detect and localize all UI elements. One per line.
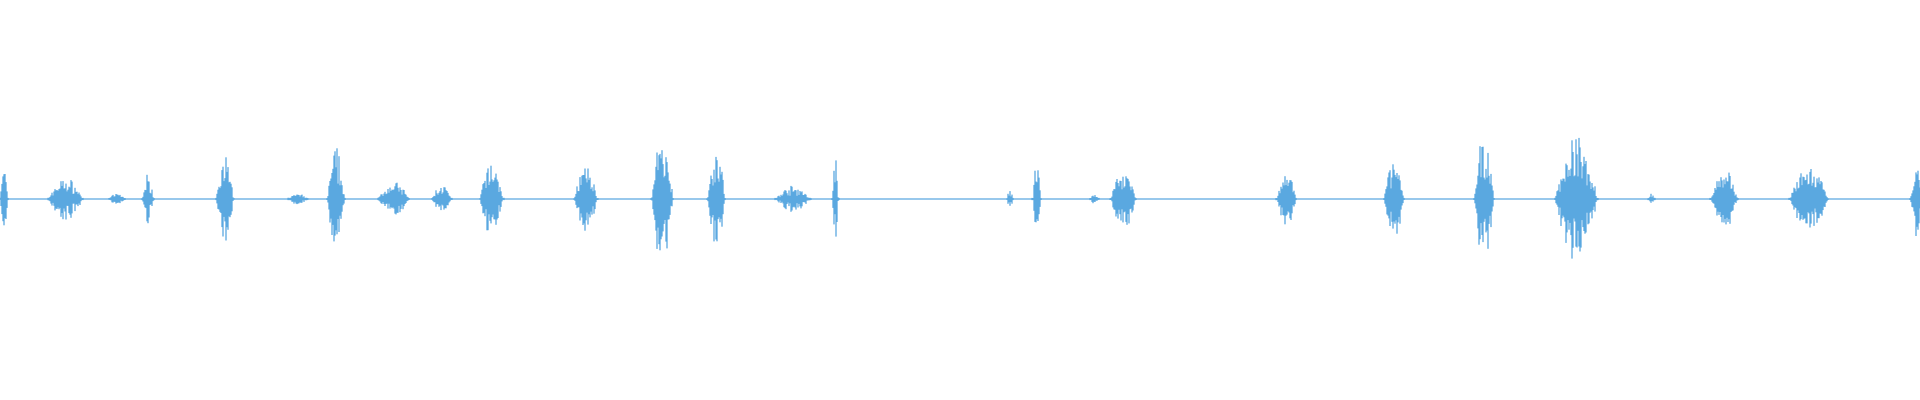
- waveform-burst: [479, 165, 505, 231]
- waveform-burst: [287, 194, 309, 205]
- waveform-burst: [1709, 172, 1739, 225]
- waveform-burst: [1109, 176, 1137, 225]
- waveform-bars: [0, 137, 1920, 259]
- waveform-burst: [1275, 176, 1297, 225]
- waveform-burst: [326, 148, 346, 242]
- waveform-burst: [706, 156, 726, 242]
- waveform-burst: [141, 174, 155, 224]
- waveform-burst: [1473, 146, 1495, 249]
- waveform-burst: [1554, 137, 1599, 259]
- waveform-burst: [650, 150, 674, 251]
- waveform-burst: [377, 182, 410, 215]
- waveform-burst: [774, 185, 812, 212]
- waveform-burst: [1006, 191, 1014, 206]
- waveform-burst: [1909, 170, 1920, 236]
- waveform-burst: [1383, 164, 1405, 234]
- waveform-burst: [1788, 169, 1829, 228]
- waveform-burst: [1647, 193, 1656, 203]
- waveform-burst: [108, 194, 126, 204]
- waveform-burst: [1031, 170, 1042, 223]
- waveform-burst: [0, 174, 9, 226]
- waveform-burst: [573, 168, 599, 231]
- waveform-burst: [831, 160, 840, 237]
- waveform-burst: [431, 187, 453, 211]
- waveform-burst: [1089, 195, 1100, 204]
- waveform-burst: [47, 180, 84, 220]
- waveform-burst: [215, 157, 235, 241]
